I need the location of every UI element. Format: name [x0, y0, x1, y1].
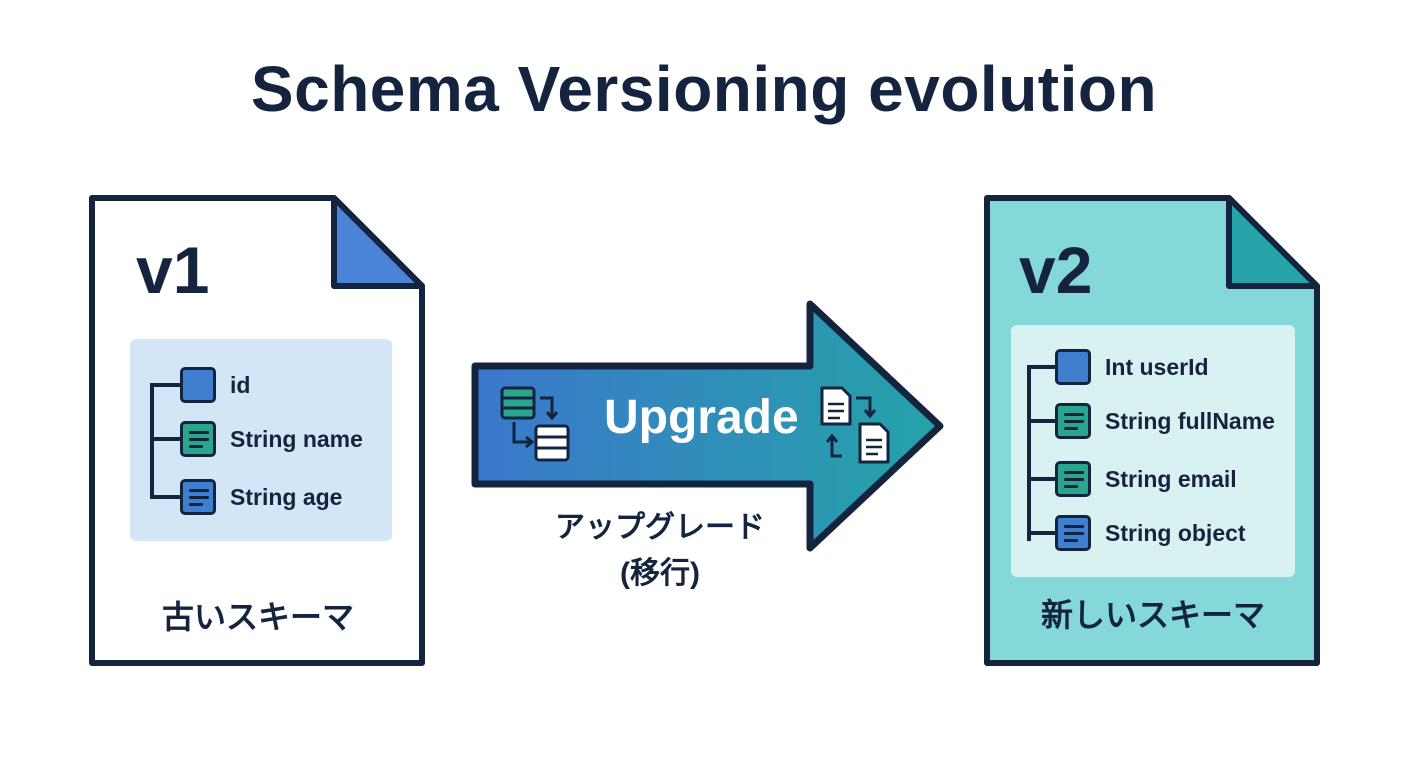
schema-v1-document: v1 id String name String age 古いスキーマ [88, 194, 428, 669]
green-lines-icon [1055, 403, 1091, 439]
field-label: String email [1105, 465, 1237, 492]
blue-lines-icon [1055, 515, 1091, 551]
schema-field: String age [180, 477, 342, 517]
tree-branch [1027, 477, 1057, 481]
schema-field: String object [1055, 513, 1246, 553]
upgrade-label: Upgrade [604, 391, 799, 444]
upgrade-caption-line1: アップグレード [555, 511, 765, 544]
upgrade-caption: アップグレード (移行) [530, 505, 790, 597]
field-label: Int userId [1105, 353, 1209, 380]
schema-field: String fullName [1055, 401, 1275, 441]
v2-caption: 新しいスキーマ [1040, 597, 1265, 633]
schema-field: id [180, 365, 250, 405]
field-label: id [230, 371, 251, 398]
schema-field: String name [180, 419, 363, 459]
upgrade-caption-line2: (移行) [620, 557, 700, 590]
field-label: String object [1105, 519, 1246, 546]
green-lines-icon [1055, 461, 1091, 497]
upgrade-arrow: Upgrade [470, 298, 950, 552]
tree-connector [150, 383, 154, 499]
version-label-v2: v2 [1019, 233, 1093, 307]
schema-field: String email [1055, 459, 1237, 499]
schema-v2-document: v2 Int userId String fullName String ema… [983, 194, 1323, 669]
v1-fields-panel: id String name String age [130, 339, 392, 541]
tree-branch [1027, 531, 1057, 535]
blue-lines-icon [180, 479, 216, 515]
green-lines-icon [180, 421, 216, 457]
v1-caption: 古いスキーマ [161, 599, 354, 635]
arrow-shape [471, 300, 944, 552]
version-label-v1: v1 [136, 233, 210, 307]
blue-square-icon [180, 367, 216, 403]
database-convert-icon [500, 386, 570, 462]
schema-field: Int userId [1055, 347, 1209, 387]
tree-branch [150, 383, 180, 387]
tree-branch [1027, 419, 1057, 423]
field-label: String age [230, 483, 343, 510]
tree-connector [1027, 365, 1031, 541]
tree-branch [150, 437, 180, 441]
field-label: String name [230, 425, 363, 452]
diagram-title: Schema Versioning evolution [250, 53, 1158, 125]
tree-branch [1027, 365, 1057, 369]
tree-branch [150, 495, 180, 499]
blue-square-icon [1055, 349, 1091, 385]
field-label: String fullName [1105, 407, 1275, 434]
v2-fields-panel: Int userId String fullName String email … [1011, 325, 1295, 577]
document-swap-icon [820, 386, 890, 464]
